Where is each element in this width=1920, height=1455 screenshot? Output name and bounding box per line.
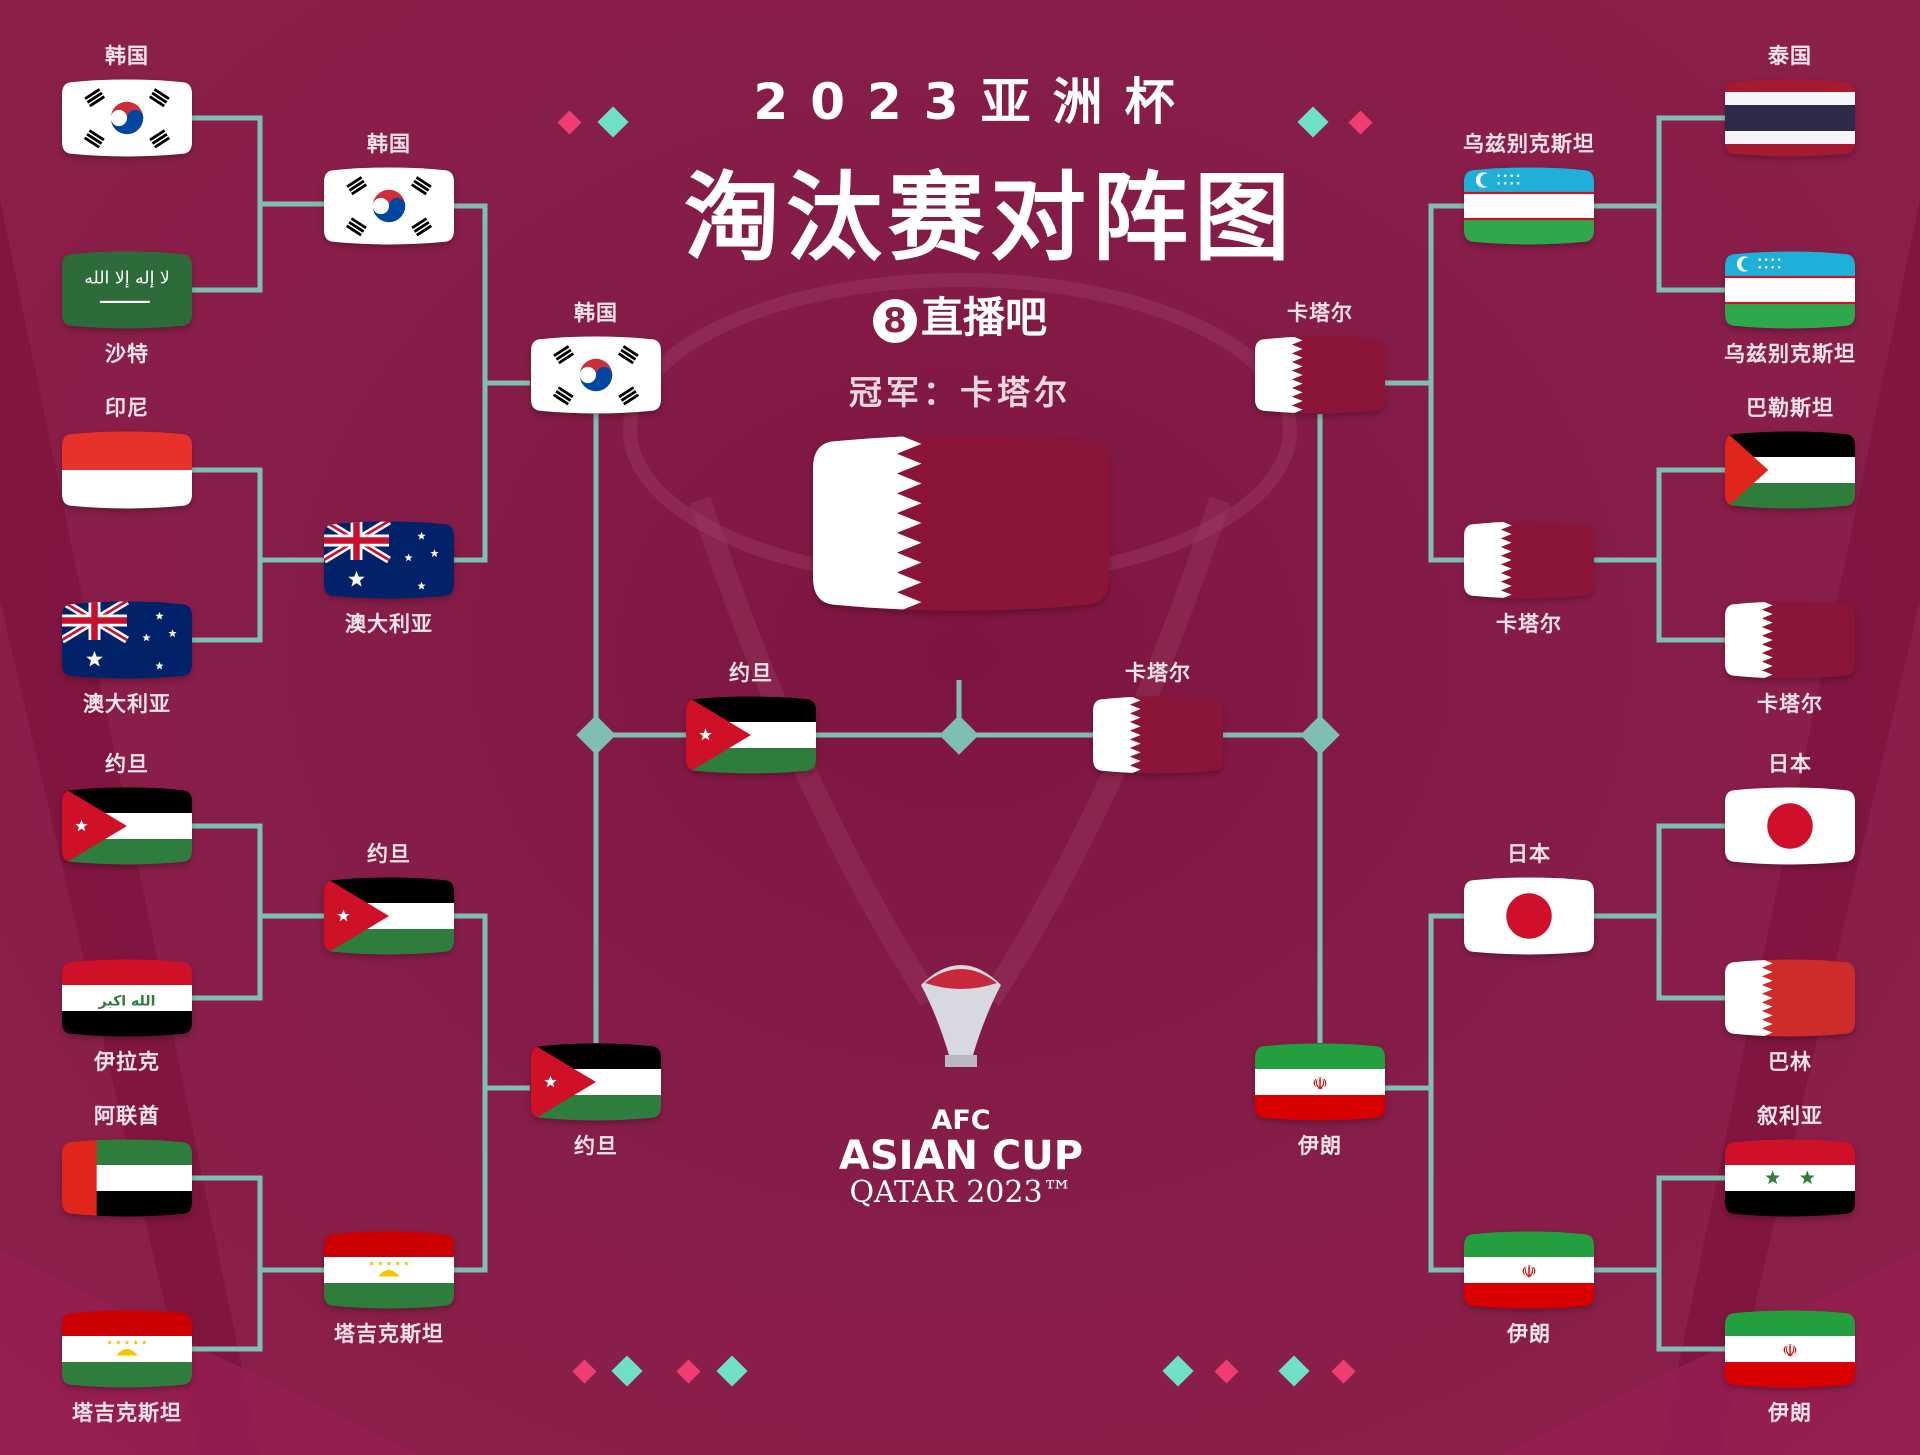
svg-text:☫: ☫ (1521, 1263, 1537, 1283)
team-name: 澳大利亚 (345, 612, 433, 636)
flag-kr-icon (324, 167, 454, 245)
page-title: 淘汰赛对阵图 (684, 162, 1296, 274)
flag-qa-icon (813, 434, 1109, 612)
flag-ir-icon: ☫ (1725, 1310, 1855, 1388)
team-name: 澳大利亚 (83, 692, 171, 716)
brand-name: 直播吧 (920, 293, 1047, 342)
flag-ps-icon (1725, 431, 1855, 509)
team-name: 塔吉克斯坦 (334, 1322, 444, 1346)
flag-uz-icon (1464, 167, 1594, 245)
flag-jo-icon (686, 696, 816, 774)
flag-jo-icon (62, 787, 192, 865)
flag-ir-icon: ☫ (1255, 1043, 1385, 1121)
flag-tj-icon (62, 1310, 192, 1388)
flag-jo-icon (531, 1043, 661, 1121)
team-name: 卡塔尔 (1287, 301, 1353, 325)
title-year: 2023亚洲杯 (753, 73, 1197, 131)
team-name: 伊朗 (1507, 1322, 1551, 1346)
team-name: 伊朗 (1298, 1134, 1342, 1158)
team-name: 卡塔尔 (1757, 692, 1823, 716)
team-name: 日本 (1768, 752, 1812, 776)
team-name: 印尼 (105, 396, 149, 420)
team-name: 韩国 (367, 132, 411, 156)
team-name: 约旦 (574, 1134, 618, 1158)
flag-qa-icon (1725, 601, 1855, 679)
logo-line: AFC (931, 1105, 991, 1136)
flag-qa-icon (1464, 521, 1594, 599)
flag-tj-icon (324, 1231, 454, 1309)
team-name: 乌兹别克斯坦 (1724, 342, 1856, 366)
flag-bh-icon (1725, 959, 1855, 1037)
flag-qa-icon (1093, 696, 1223, 774)
svg-text:☫: ☫ (1312, 1075, 1328, 1095)
flag-qa-icon (1255, 336, 1385, 414)
team-name: 约旦 (367, 842, 411, 866)
logo-line: QATAR 2023™ (849, 1175, 1073, 1210)
team-name: 韩国 (574, 301, 618, 325)
flag-au-icon (62, 601, 192, 679)
team-name: 阿联酋 (94, 1104, 160, 1128)
team-name: 沙特 (105, 342, 149, 366)
team-name: 巴林 (1768, 1050, 1812, 1074)
team-name: 叙利亚 (1757, 1104, 1823, 1128)
team-name: 卡塔尔 (1496, 612, 1562, 636)
flag-ir-icon: ☫ (1464, 1231, 1594, 1309)
svg-text:☫: ☫ (1782, 1342, 1798, 1362)
flag-sa-icon: ﻻ ﺇﻟﻪ ﺇﻻ ﺍﻟﻠﻪ (62, 251, 192, 329)
flag-jp-icon (1464, 877, 1594, 955)
flag-sy-icon (1725, 1139, 1855, 1217)
team-name: 泰国 (1768, 44, 1812, 68)
team-name: 日本 (1507, 842, 1551, 866)
team-name: 乌兹别克斯坦 (1463, 132, 1595, 156)
team-name: 巴勒斯坦 (1746, 396, 1834, 420)
team-name: 约旦 (105, 752, 149, 776)
team-name: 塔吉克斯坦 (72, 1401, 182, 1425)
flag-jo-icon (324, 877, 454, 955)
team-name: 卡塔尔 (1125, 661, 1191, 685)
team-name: 约旦 (729, 661, 773, 685)
afc-asian-cup-logo: AFC ASIAN CUP QATAR 2023™ (811, 955, 1111, 1210)
brand-mark-icon: 8 (872, 298, 917, 343)
team-name: 韩国 (105, 44, 149, 68)
svg-text:ﻻ ﺇﻟﻪ ﺇﻻ ﺍﻟﻠﻪ: ﻻ ﺇﻟﻪ ﺇﻻ ﺍﻟﻠﻪ (84, 269, 170, 289)
champion-label: 冠军：卡塔尔 (849, 373, 1071, 412)
flag-th-icon (1725, 79, 1855, 157)
flag-uz-icon (1725, 251, 1855, 329)
team-name: 伊拉克 (94, 1050, 160, 1074)
flag-kr-icon (62, 79, 192, 157)
flag-kr-icon (531, 336, 661, 414)
flag-ae-icon (62, 1139, 192, 1217)
svg-text:الله اكبر: الله اكبر (98, 994, 156, 1010)
flag-id-icon (62, 431, 192, 509)
flag-iq-icon: الله اكبر (62, 959, 192, 1037)
logo-line: ASIAN CUP (838, 1133, 1084, 1179)
flag-au-icon (324, 521, 454, 599)
team-name: 伊朗 (1768, 1401, 1812, 1425)
flag-jp-icon (1725, 787, 1855, 865)
